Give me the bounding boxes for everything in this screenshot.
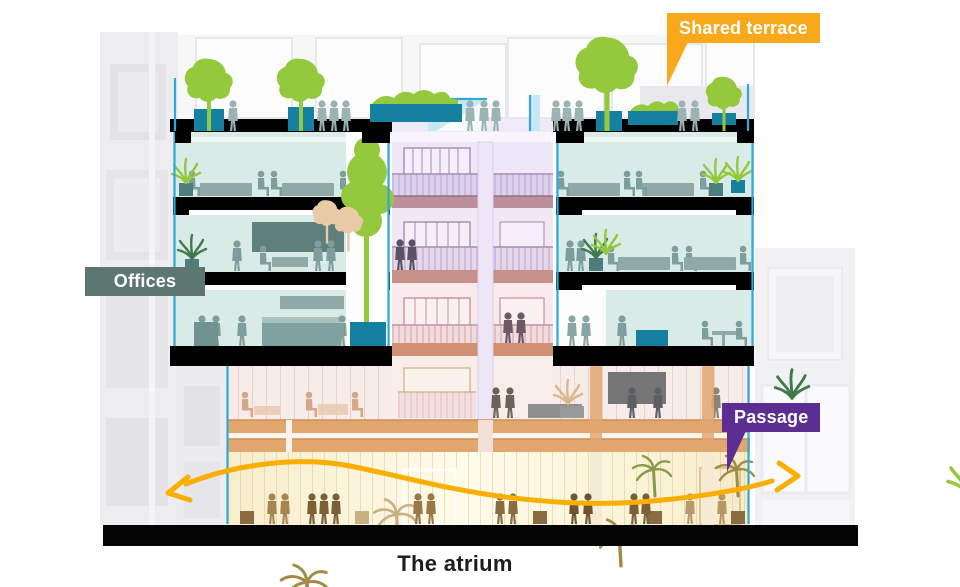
ground-line [103,525,858,546]
shared-terrace-label: Shared terrace [667,13,820,86]
mezzanine-level [227,200,750,452]
offices-label-text: Offices [113,271,177,291]
office-people [232,240,357,271]
arrowhead-left [165,474,193,503]
figure-caption: The atrium [397,551,513,576]
atrium-core [390,119,553,525]
office-people [701,320,747,346]
mezzanine-people-left [241,391,363,417]
passage-label: Passage [722,403,821,472]
passage-flow-arrow [165,459,801,506]
flow-curve [183,459,775,506]
rooftop-terrace [173,36,750,131]
shared-terrace-label-text: Shared terrace [679,18,808,38]
passage-label-tail [727,431,746,472]
office-block-left [170,132,394,366]
office-people [194,315,247,346]
presentation-screen [252,222,344,252]
offices-label: Offices [85,267,205,296]
roof-trees [184,58,678,131]
shared-terrace-label-tail [667,42,688,86]
office-block-right [553,132,960,497]
passage-label-text: Passage [734,407,809,427]
mezzanine-bands [227,366,750,452]
mezzanine-right [552,372,721,418]
arrowhead-right [774,460,801,493]
